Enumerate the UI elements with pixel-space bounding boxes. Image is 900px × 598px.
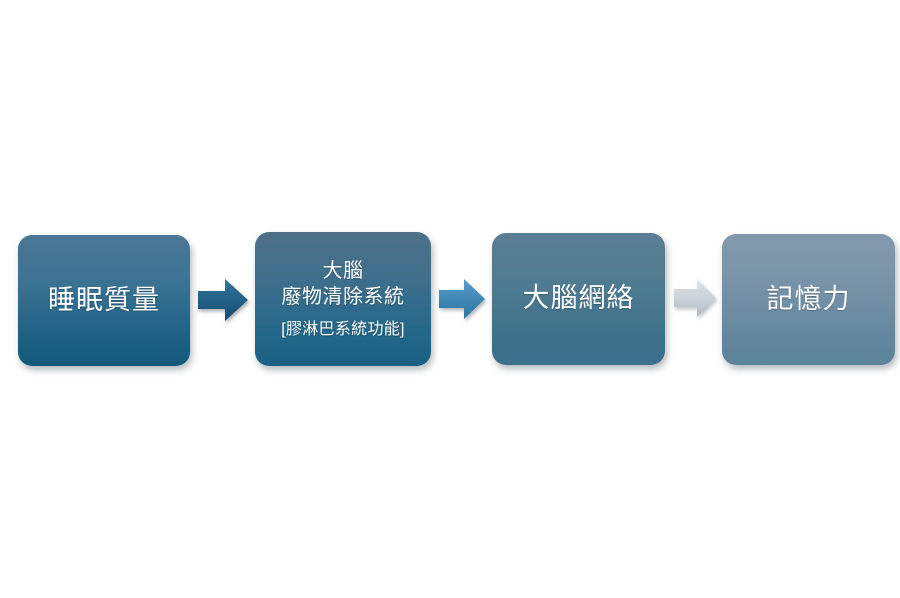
arrow-right-icon-2 <box>437 276 487 322</box>
flow-node-brain-network[interactable]: 大腦網絡 <box>492 233 665 365</box>
flow-node-label-annotation: [膠淋巴系統功能] <box>281 321 405 339</box>
flow-node-label: 記憶力 <box>766 283 851 314</box>
flow-node-label-line-1: 大腦 <box>322 259 364 282</box>
flow-sequence: 睡眠質量 大腦 廢物清除系統 <box>0 232 900 368</box>
flow-node-memory[interactable]: 記憶力 <box>722 234 895 365</box>
flow-node-label-line-2: 廢物清除系統 <box>281 285 405 308</box>
flow-node-label: 睡眠質量 <box>48 284 160 315</box>
flow-node-sleep-quality[interactable]: 睡眠質量 <box>18 235 190 366</box>
arrow-right-icon-1 <box>196 276 250 324</box>
flow-node-label: 大腦網絡 <box>522 283 635 314</box>
arrow-right-icon-3 <box>672 276 718 320</box>
flow-node-brain-waste-clearance-system[interactable]: 大腦 廢物清除系統 [膠淋巴系統功能] <box>255 232 431 366</box>
